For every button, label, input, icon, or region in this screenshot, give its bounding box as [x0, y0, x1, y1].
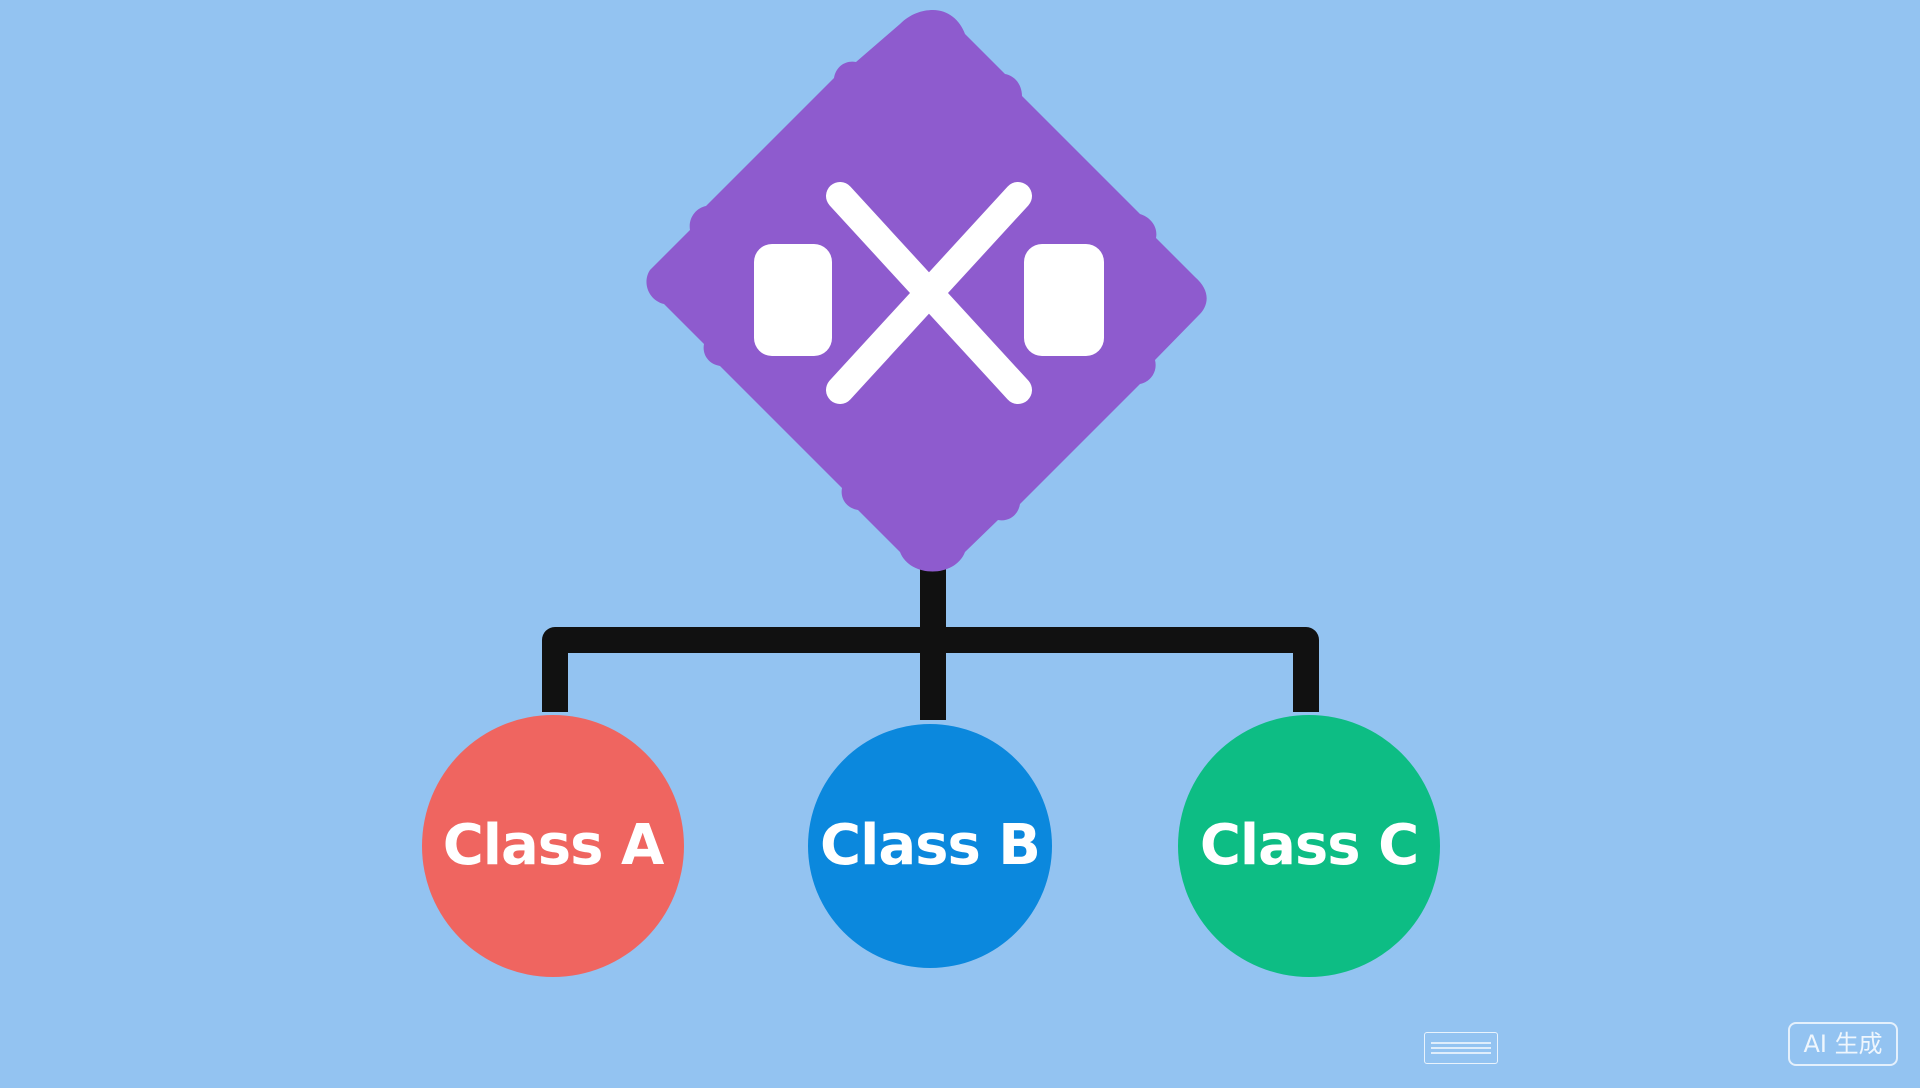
class-a-label: Class A [443, 813, 665, 878]
class-b-circle [808, 724, 1052, 968]
class-b-label: Class B [820, 813, 1040, 878]
left-block [754, 244, 832, 356]
class-c-circle [1178, 715, 1440, 977]
class-a-circle [422, 715, 684, 977]
right-block [1024, 244, 1104, 356]
cross-stroke-2 [826, 182, 1032, 404]
root-decision-node [646, 10, 1207, 572]
class-node-b: Class B [808, 724, 1052, 968]
ai-generated-watermark: AI 生成 [1788, 1022, 1898, 1066]
small-stamp-logo [1424, 1032, 1498, 1064]
class-node-a: Class A [422, 715, 684, 977]
class-c-label: Class C [1200, 813, 1418, 878]
x-cross-icon [754, 182, 1104, 404]
connector-lines [542, 565, 1319, 720]
class-node-c: Class C [1178, 715, 1440, 977]
connector-crossbar [542, 627, 1319, 712]
